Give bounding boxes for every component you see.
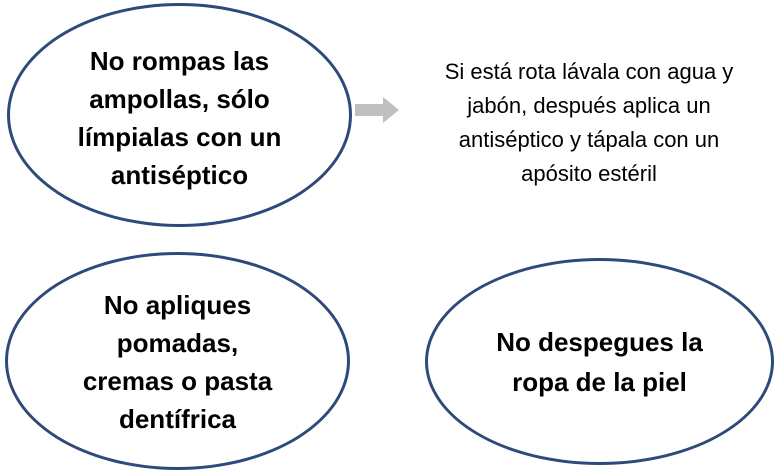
right-arrow-icon: [355, 97, 399, 123]
node-dont-pop-blisters: No rompas las ampollas, sólo límpialas c…: [7, 3, 352, 227]
node-dont-apply-creams-text: No apliques pomadas, cremas o pasta dent…: [82, 290, 273, 434]
node-dont-peel-clothing-text: No despegues la ropa de la piel: [496, 326, 703, 397]
node-dont-apply-creams: No apliques pomadas, cremas o pasta dent…: [5, 252, 350, 470]
right-arrow-shape: [355, 97, 399, 123]
node-dont-peel-clothing: No despegues la ropa de la piel: [425, 258, 774, 465]
note-broken-blister: Si está rota lávala con agua y jabón, de…: [444, 59, 734, 186]
node-dont-pop-blisters-text: No rompas las ampollas, sólo límpialas c…: [77, 46, 282, 190]
